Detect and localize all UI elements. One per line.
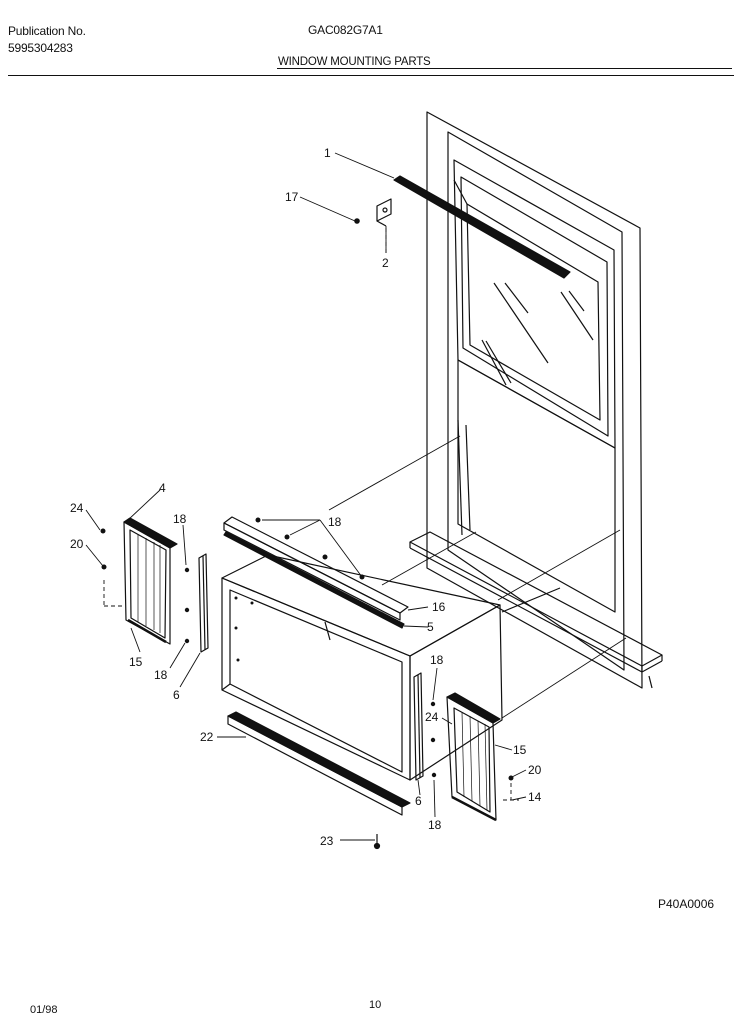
callout-14: 14 bbox=[528, 790, 542, 804]
leader-lines bbox=[85, 152, 527, 841]
callout-20-left: 20 bbox=[70, 537, 84, 551]
callout-2: 2 bbox=[382, 256, 389, 270]
screw-17 bbox=[354, 218, 360, 224]
sash-bracket bbox=[376, 198, 392, 227]
right-screws bbox=[430, 701, 514, 781]
title-underline bbox=[277, 68, 732, 69]
left-screws bbox=[100, 528, 190, 644]
callout-18-left-lower: 18 bbox=[154, 668, 168, 682]
publication-label: Publication No. bbox=[8, 24, 86, 38]
callout-4: 4 bbox=[159, 481, 166, 495]
callout-6-right: 6 bbox=[415, 794, 422, 808]
model-number: GAC082G7A1 bbox=[308, 23, 383, 37]
callout-18-left-upper: 18 bbox=[173, 512, 187, 526]
callout-17: 17 bbox=[285, 190, 299, 204]
page-number: 10 bbox=[369, 999, 382, 1011]
alignment-lines bbox=[103, 228, 519, 801]
right-curtain bbox=[446, 692, 501, 822]
top-seal-strip bbox=[393, 175, 571, 279]
callout-20-right: 20 bbox=[528, 763, 542, 777]
figure-code: P40A0006 bbox=[658, 897, 715, 911]
top-rail bbox=[223, 516, 409, 629]
callout-18-rail: 18 bbox=[328, 515, 342, 529]
callout-5: 5 bbox=[427, 620, 434, 634]
section-title: WINDOW MOUNTING PARTS bbox=[278, 56, 431, 68]
callout-23: 23 bbox=[320, 834, 334, 848]
sill-support bbox=[227, 711, 411, 816]
publication-date: 01/98 bbox=[30, 1004, 58, 1016]
callout-16: 16 bbox=[432, 600, 446, 614]
cabinet-sleeve bbox=[221, 554, 561, 781]
callout-18-right-lower: 18 bbox=[428, 818, 442, 832]
publication-number: 5995304283 bbox=[8, 41, 73, 55]
callout-6-left: 6 bbox=[173, 688, 180, 702]
callout-18-right-upper: 18 bbox=[430, 653, 444, 667]
window-frame bbox=[409, 111, 663, 689]
callout-1: 1 bbox=[324, 146, 331, 160]
top-rail-screws-18 bbox=[255, 517, 365, 580]
callout-15-left: 15 bbox=[129, 655, 143, 669]
header-divider bbox=[8, 75, 734, 76]
callout-22: 22 bbox=[200, 730, 214, 744]
construction-lines bbox=[328, 435, 627, 719]
cabinet-holes bbox=[234, 596, 254, 662]
screw-23 bbox=[373, 834, 381, 850]
left-curtain bbox=[123, 517, 178, 645]
right-angle-bracket bbox=[413, 672, 424, 781]
callout-24-left: 24 bbox=[70, 501, 84, 515]
callout-15-right: 15 bbox=[513, 743, 527, 757]
callout-24-right: 24 bbox=[425, 710, 439, 724]
left-angle-bracket bbox=[198, 553, 209, 653]
